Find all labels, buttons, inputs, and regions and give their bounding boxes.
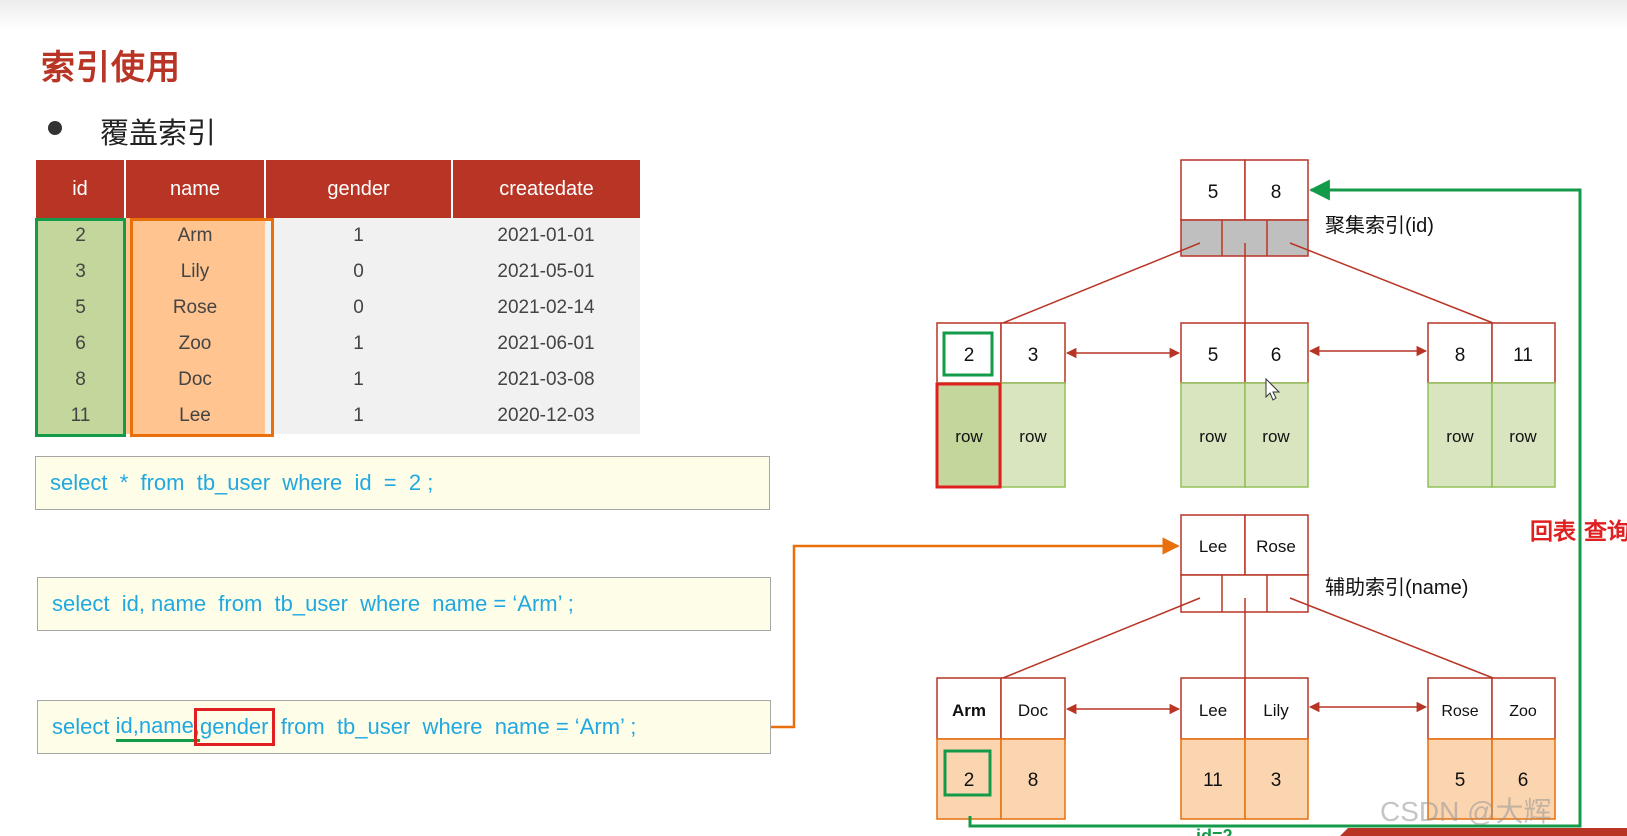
cell-createdate: 2021-01-01 [452,218,640,254]
clustered-root-node: 5 8 [1180,159,1309,257]
secondary-leaf-id: 6 [1518,770,1529,791]
clustered-leaf-row: row [1446,427,1474,446]
secondary-leaf-key: Doc [1018,701,1049,720]
clustered-leaf-3: 8 11 row row [1427,322,1556,488]
sql-query-1-text: select * from tb_user where id = 2 ; [50,470,434,495]
secondary-leaf-key: Arm [952,701,986,720]
secondary-leaf-3: Rose Zoo 5 6 [1427,677,1556,820]
secondary-leaf-1: Arm Doc 2 8 [936,677,1066,820]
sql-query-3-boxed: gender [194,708,275,746]
clustered-leaf-key: 3 [1028,345,1039,366]
secondary-leaf-key: Lily [1263,701,1289,720]
id-label: id=2 [1196,826,1233,836]
mouse-cursor [1265,377,1281,401]
secondary-root-key: Lee [1199,537,1227,556]
green-back-to-table-arrow [968,179,1582,828]
clustered-leaf-row: row [1199,427,1227,446]
table-row: 3 Lily 0 2021-05-01 [36,254,640,290]
cell-id: 6 [36,326,125,362]
secondary-leaf-key: Zoo [1509,703,1537,720]
cell-id: 2 [36,218,125,254]
sql-query-3: select id,name,gender from tb_user where… [37,700,771,754]
secondary-leaf-id: 11 [1203,770,1223,791]
secondary-root-key: Rose [1256,537,1296,556]
sql-query-3-suffix: from tb_user where name = ‘Arm’ ; [268,714,637,739]
cell-createdate: 2021-03-08 [452,362,640,398]
sql-query-3-prefix: select [52,714,116,739]
cell-gender: 0 [265,290,452,326]
clustered-index-label: 聚集索引(id) [1325,214,1434,237]
secondary-leaf-key: Lee [1199,701,1227,720]
cell-gender: 1 [265,326,452,362]
sql-query-1: select * from tb_user where id = 2 ; [35,456,770,510]
clustered-leaf-row: row [1019,427,1047,446]
clustered-leaf-key: 5 [1208,345,1219,366]
cell-name: Arm [125,218,265,254]
table-row: 2 Arm 1 2021-01-01 [36,218,640,254]
sql-query-2-text: select id, name from tb_user where name … [52,591,574,616]
cell-createdate: 2021-02-14 [452,290,640,326]
header-gender: gender [265,160,453,218]
secondary-leaf-2: Lee Lily 11 3 [1180,677,1309,820]
clustered-leaf-key: 8 [1455,345,1466,366]
clustered-leaf-row: row [1509,427,1537,446]
cell-name: Lee [125,398,265,434]
cell-name: Lily [125,254,265,290]
sql-query-3-underlined: id,name, [115,713,200,742]
cell-createdate: 2021-06-01 [452,326,640,362]
secondary-leaf-key: Rose [1441,703,1478,720]
table-row: 6 Zoo 1 2021-06-01 [36,326,640,362]
cell-name: Zoo [125,326,265,362]
table-row: 11 Lee 1 2020-12-03 [36,398,640,434]
clustered-root-key: 8 [1271,182,1282,203]
cell-createdate: 2020-12-03 [452,398,640,434]
user-table: id name gender createdate 2 Arm 1 2021-0… [36,160,640,434]
header-createdate: createdate [452,160,640,218]
cell-gender: 1 [265,362,452,398]
cell-id: 8 [36,362,125,398]
clustered-leaf-2: 5 6 row row [1180,322,1309,488]
cell-gender: 0 [265,254,452,290]
secondary-leaf-id: 2 [964,770,975,791]
back-to-table-label: 回表 查询 [1530,519,1627,545]
cell-name: Doc [125,362,265,398]
top-bar [0,0,1627,30]
secondary-leaf-id: 3 [1271,770,1282,791]
slide-subtitle: 覆盖索引 [100,116,217,150]
cell-id: 3 [36,254,125,290]
clustered-leaf-key: 11 [1513,345,1533,366]
clustered-leaf-key: 2 [964,345,975,366]
clustered-leaf-key: 6 [1271,345,1282,366]
header-name: name [125,160,266,218]
secondary-leaf-id: 8 [1028,770,1039,791]
bullet-dot [48,121,62,135]
clustered-root-key: 5 [1208,182,1219,203]
clustered-leaf-1: 2 3 row row [935,322,1066,489]
cell-gender: 1 [265,218,452,254]
table-row: 8 Doc 1 2021-03-08 [36,362,640,398]
watermark: CSDN @大辉 [1380,796,1552,827]
cell-id: 11 [36,398,125,434]
clustered-leaf-row: row [1262,427,1290,446]
clustered-leaf-row: row [955,427,983,446]
orange-lookup-arrow [771,537,1180,729]
id-column-highlight [35,218,126,437]
slide-title: 索引使用 [41,48,181,88]
secondary-leaf-id: 5 [1455,770,1466,791]
table-row: 5 Rose 0 2021-02-14 [36,290,640,326]
secondary-index-label: 辅助索引(name) [1325,576,1468,599]
cell-id: 5 [36,290,125,326]
sql-query-2: select id, name from tb_user where name … [37,577,771,631]
header-id: id [36,160,126,218]
cell-name: Rose [125,290,265,326]
secondary-root-node: Lee Rose [1180,514,1309,613]
cell-gender: 1 [265,398,452,434]
name-column-highlight [130,218,274,437]
cell-createdate: 2021-05-01 [452,254,640,290]
